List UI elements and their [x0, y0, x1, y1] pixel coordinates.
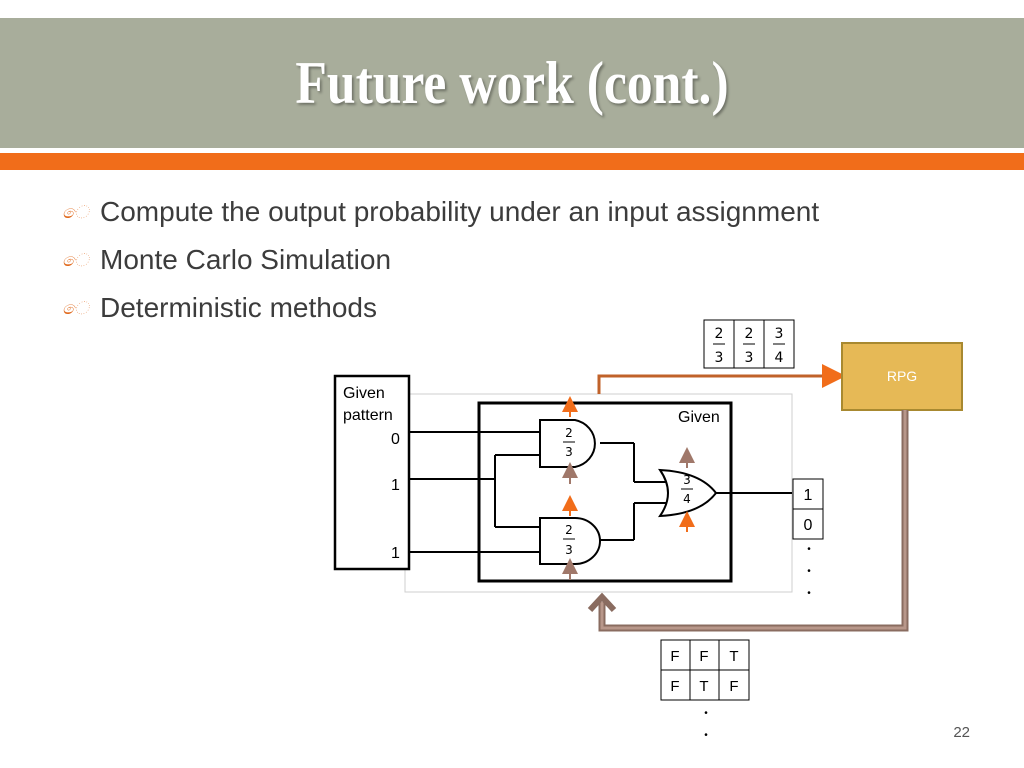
- prob-den: 3: [715, 350, 724, 366]
- bullet-text: Deterministic methods: [100, 292, 377, 323]
- tf-table: F F T F T F • •: [660, 639, 750, 741]
- bullet-list: ෙ Compute the output probability under a…: [62, 188, 819, 332]
- prob-num: 3: [775, 326, 784, 342]
- prob-den: 4: [775, 350, 784, 366]
- slide-title: Future work (cont.): [295, 50, 729, 116]
- bullet-item: ෙ Monte Carlo Simulation: [62, 236, 819, 284]
- prob-num: 2: [745, 326, 754, 342]
- tf-cell: F: [670, 678, 679, 695]
- tf-cell: F: [670, 648, 679, 665]
- gate-prob-num: 2: [565, 426, 573, 440]
- curl-bullet-icon: ෙ: [62, 297, 89, 319]
- output-value: 1: [804, 487, 813, 504]
- probability-table: 2 3 2 3 3 4: [703, 319, 795, 369]
- tf-cell: T: [729, 648, 738, 665]
- output-value: 0: [804, 517, 813, 534]
- accent-bar: [0, 153, 1024, 170]
- page-number: 22: [953, 724, 970, 741]
- given-pattern-box: [333, 374, 411, 571]
- flow-to-rpg-arrow: [597, 364, 846, 394]
- gate-prob-den: 4: [683, 492, 691, 506]
- tf-cell: F: [729, 678, 738, 695]
- flow-from-rpg-arrow: [598, 410, 909, 632]
- rpg-label: RPG: [887, 368, 917, 384]
- ellipsis-dot: •: [807, 588, 811, 599]
- tf-cell: T: [699, 678, 708, 695]
- bullet-item: ෙ Compute the output probability under a…: [62, 188, 819, 236]
- gate-prob-den: 3: [565, 543, 573, 557]
- ellipsis-dot: •: [704, 730, 708, 741]
- title-band: Future work (cont.): [0, 18, 1024, 148]
- input-value: 1: [391, 477, 400, 494]
- ellipsis-dot: •: [807, 566, 811, 577]
- gate-prob-den: 3: [565, 445, 573, 459]
- or-gate: [658, 468, 718, 518]
- prob-den: 3: [745, 350, 754, 366]
- prob-num: 2: [715, 326, 724, 342]
- input-value: 1: [391, 545, 400, 562]
- ellipsis-dot: •: [704, 708, 708, 719]
- given-pattern-label-1: Given: [343, 385, 385, 402]
- given-pattern-label-2: pattern: [343, 407, 393, 424]
- bullet-text: Monte Carlo Simulation: [100, 244, 392, 275]
- gate-prob-num: 2: [565, 523, 573, 537]
- curl-bullet-icon: ෙ: [62, 249, 89, 271]
- bullet-text: Compute the output probability under an …: [100, 196, 820, 227]
- and-gate-bottom: [539, 517, 601, 565]
- circuit-wires: [409, 431, 792, 553]
- tf-cell: F: [699, 648, 708, 665]
- ellipsis-dot: •: [807, 544, 811, 555]
- given-box-label: Given: [678, 409, 720, 426]
- input-value: 0: [391, 431, 400, 448]
- curl-bullet-icon: ෙ: [62, 201, 89, 223]
- rpg-box: [841, 342, 963, 411]
- bullet-item: ෙ Deterministic methods: [62, 284, 819, 332]
- output-table: 1 0 • • •: [792, 478, 824, 599]
- gate-prob-num: 3: [683, 473, 691, 487]
- probability-arrows: [562, 396, 695, 580]
